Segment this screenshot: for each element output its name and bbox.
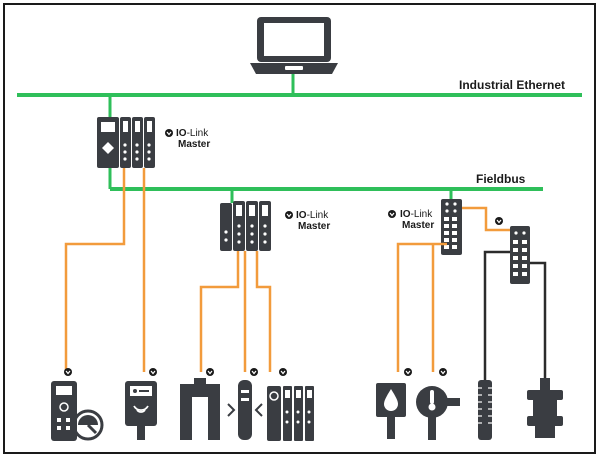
io-link-logo-icon — [285, 211, 293, 219]
io-link-cable — [462, 206, 510, 232]
standard-cables — [483, 250, 547, 380]
light-grid-sensor-icon — [227, 380, 263, 440]
laptop-icon — [250, 17, 338, 74]
rfid-reader-icon — [125, 381, 157, 440]
io-hub — [510, 226, 530, 284]
io-link-master-3-label: IO-Link Master — [400, 209, 434, 231]
io-link-master-1-label: IO-Link Master — [176, 128, 210, 150]
io-link-suffix: -Link — [410, 209, 433, 220]
temperature-sensor-icon — [416, 386, 460, 440]
fieldbus-label: Fieldbus — [476, 172, 526, 186]
io-link-brand: IO — [400, 209, 411, 220]
io-link-cables — [64, 168, 510, 372]
standard-cable — [530, 261, 547, 378]
io-link-cable — [199, 251, 240, 372]
io-module-icon — [267, 386, 314, 441]
master-title: Master — [298, 221, 331, 232]
proximity-sensor-icon — [527, 378, 563, 438]
io-link-logo-icon — [388, 210, 396, 218]
io-link-master-1 — [97, 117, 155, 168]
industrial-ethernet-label: Industrial Ethernet — [459, 78, 566, 92]
io-link-cable — [255, 251, 272, 372]
io-link-logo-icon — [250, 368, 258, 376]
io-link-logo-icon — [149, 368, 157, 376]
control-panel-icon — [51, 381, 104, 441]
io-link-logo-icon — [206, 368, 214, 376]
io-link-cable — [64, 168, 126, 372]
io-link-brand: IO — [296, 210, 307, 221]
fork-light-barrier-icon — [180, 378, 220, 440]
io-link-cable — [396, 242, 447, 372]
io-link-suffix: -Link — [306, 210, 329, 221]
io-link-logo-icon — [495, 217, 503, 225]
pressure-sensor-icon — [376, 383, 406, 439]
io-link-logo-icon — [64, 368, 72, 376]
io-link-master-2-label: IO-Link Master — [296, 210, 330, 232]
io-link-master-3 — [441, 199, 462, 255]
io-link-logo-icon — [165, 129, 173, 137]
io-link-brand: IO — [176, 128, 187, 139]
standard-cable — [483, 250, 510, 380]
master-title: Master — [402, 220, 435, 231]
io-link-logo-icon — [279, 368, 287, 376]
io-link-logo-icon — [404, 368, 412, 376]
diagram-border — [3, 3, 596, 454]
io-link-logo-icon — [439, 368, 447, 376]
io-link-suffix: -Link — [186, 128, 209, 139]
master-title: Master — [178, 139, 211, 150]
io-link-master-2 — [220, 201, 271, 251]
inductive-sensor-icon — [478, 380, 492, 440]
